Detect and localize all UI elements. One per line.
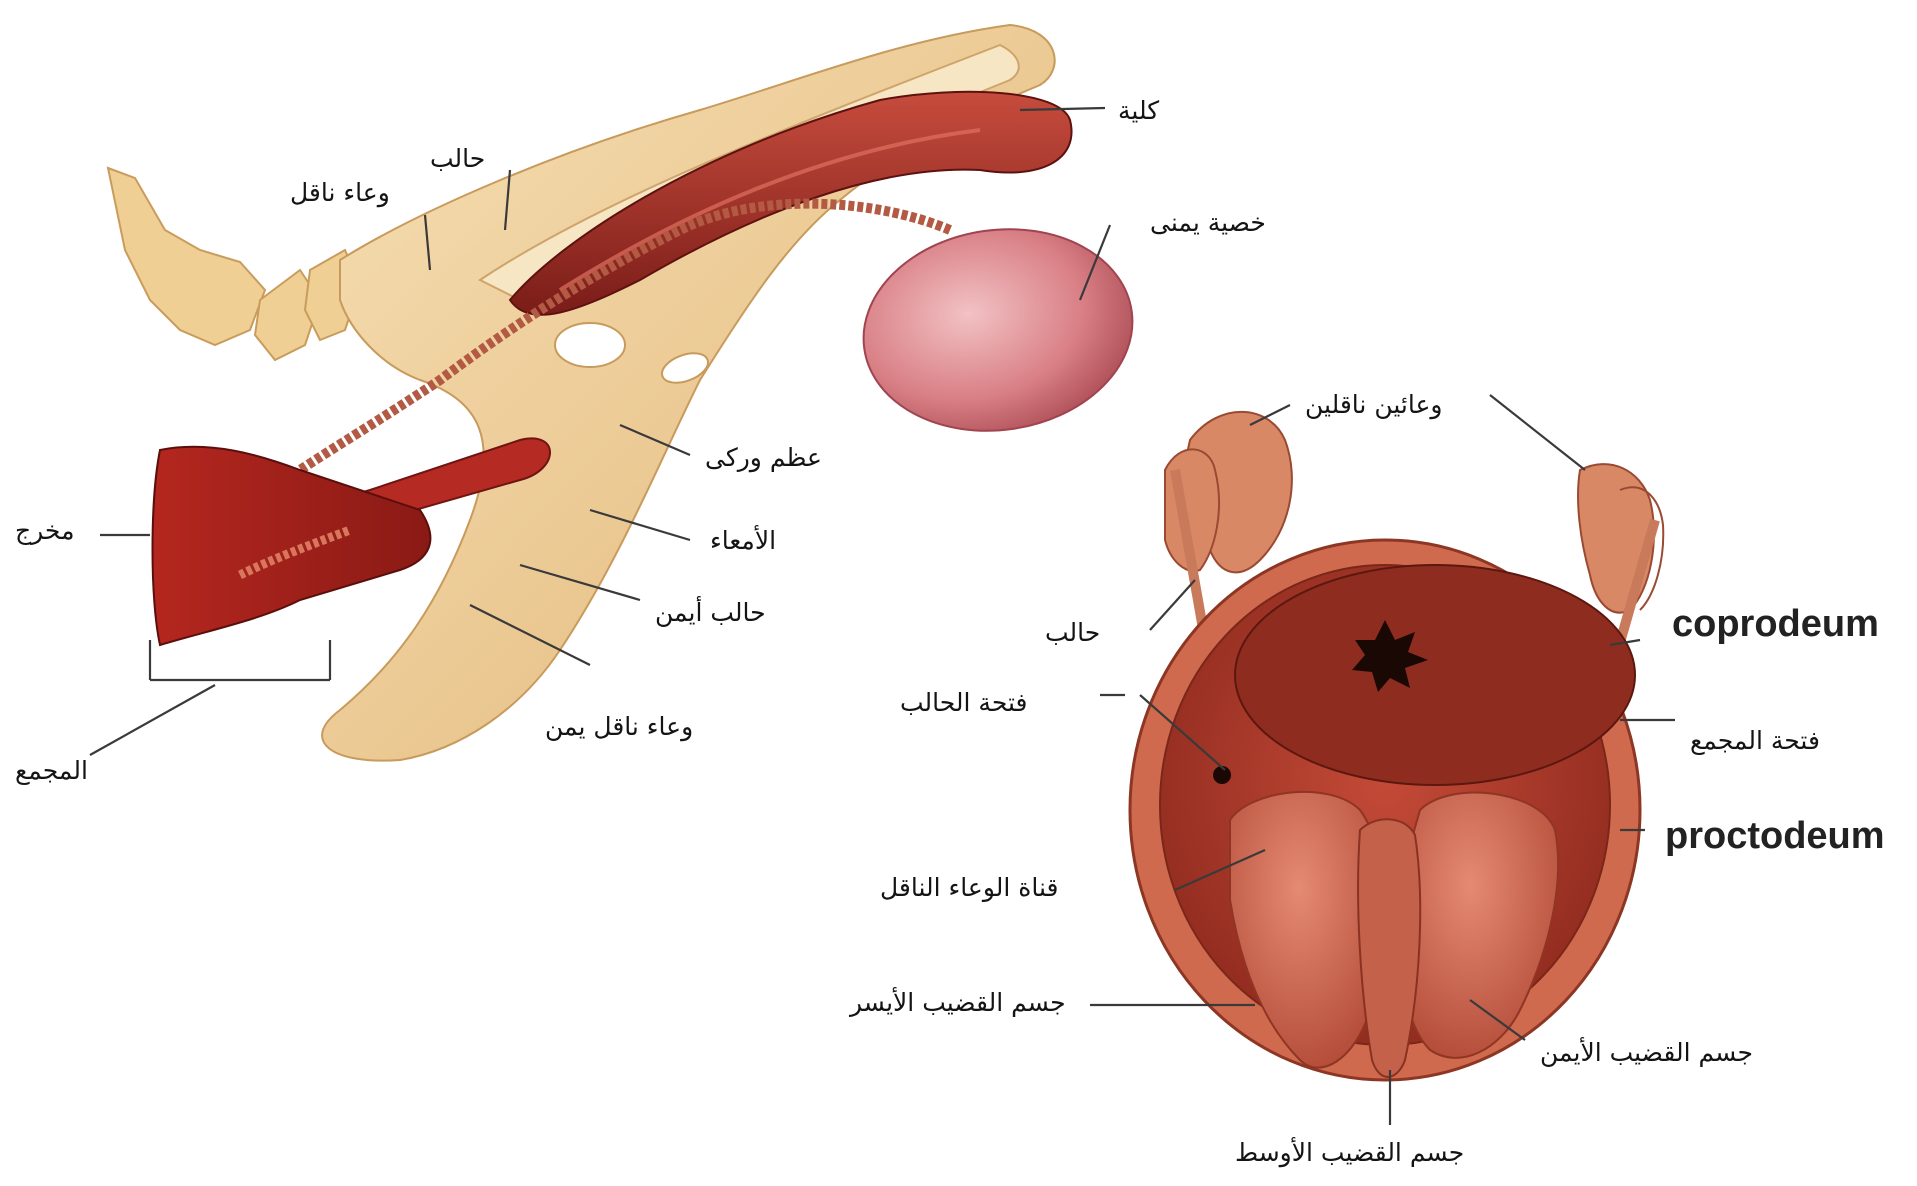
label-right-vas-deferens: وعاء ناقل يمن [545, 714, 693, 739]
label-vent: مخرج [15, 518, 74, 543]
label-right-phallus-body: جسم القضيب الأيمن [1540, 1040, 1753, 1065]
label-proctodeum: proctodeum [1665, 817, 1885, 855]
label-intestine: الأمعاء [710, 528, 776, 553]
label-vas-deferens: وعاء ناقل [290, 180, 390, 205]
label-ureter: حالب [430, 146, 485, 171]
label-left-phallus-body: جسم القضيب الأيسر [850, 990, 1066, 1015]
label-kidney: كلية [1118, 98, 1159, 123]
label-ureter-opening: فتحة الحالب [900, 690, 1027, 715]
coprodeum [1235, 565, 1635, 785]
right-figure [1130, 412, 1663, 1080]
vent [153, 447, 431, 645]
label-right-testis: خصية يمنى [1150, 210, 1266, 235]
label-hip-bone: عظم وركى [705, 445, 822, 470]
label-cloaca-opening: فتحة المجمع [1690, 728, 1820, 753]
left-figure [108, 25, 1146, 761]
label-cloaca: المجمع [15, 758, 88, 783]
label-median-phallus-body: جسم القضيب الأوسط [1235, 1140, 1464, 1165]
label-ureter-right: حالب [1045, 620, 1100, 645]
label-right-ureter: حالب أيمن [655, 600, 766, 625]
label-coprodeum: coprodeum [1672, 605, 1879, 643]
label-vas-deferens-duct: قناة الوعاء الناقل [880, 875, 1058, 900]
label-vasa-deferentia: وعائين ناقلين [1305, 392, 1442, 417]
